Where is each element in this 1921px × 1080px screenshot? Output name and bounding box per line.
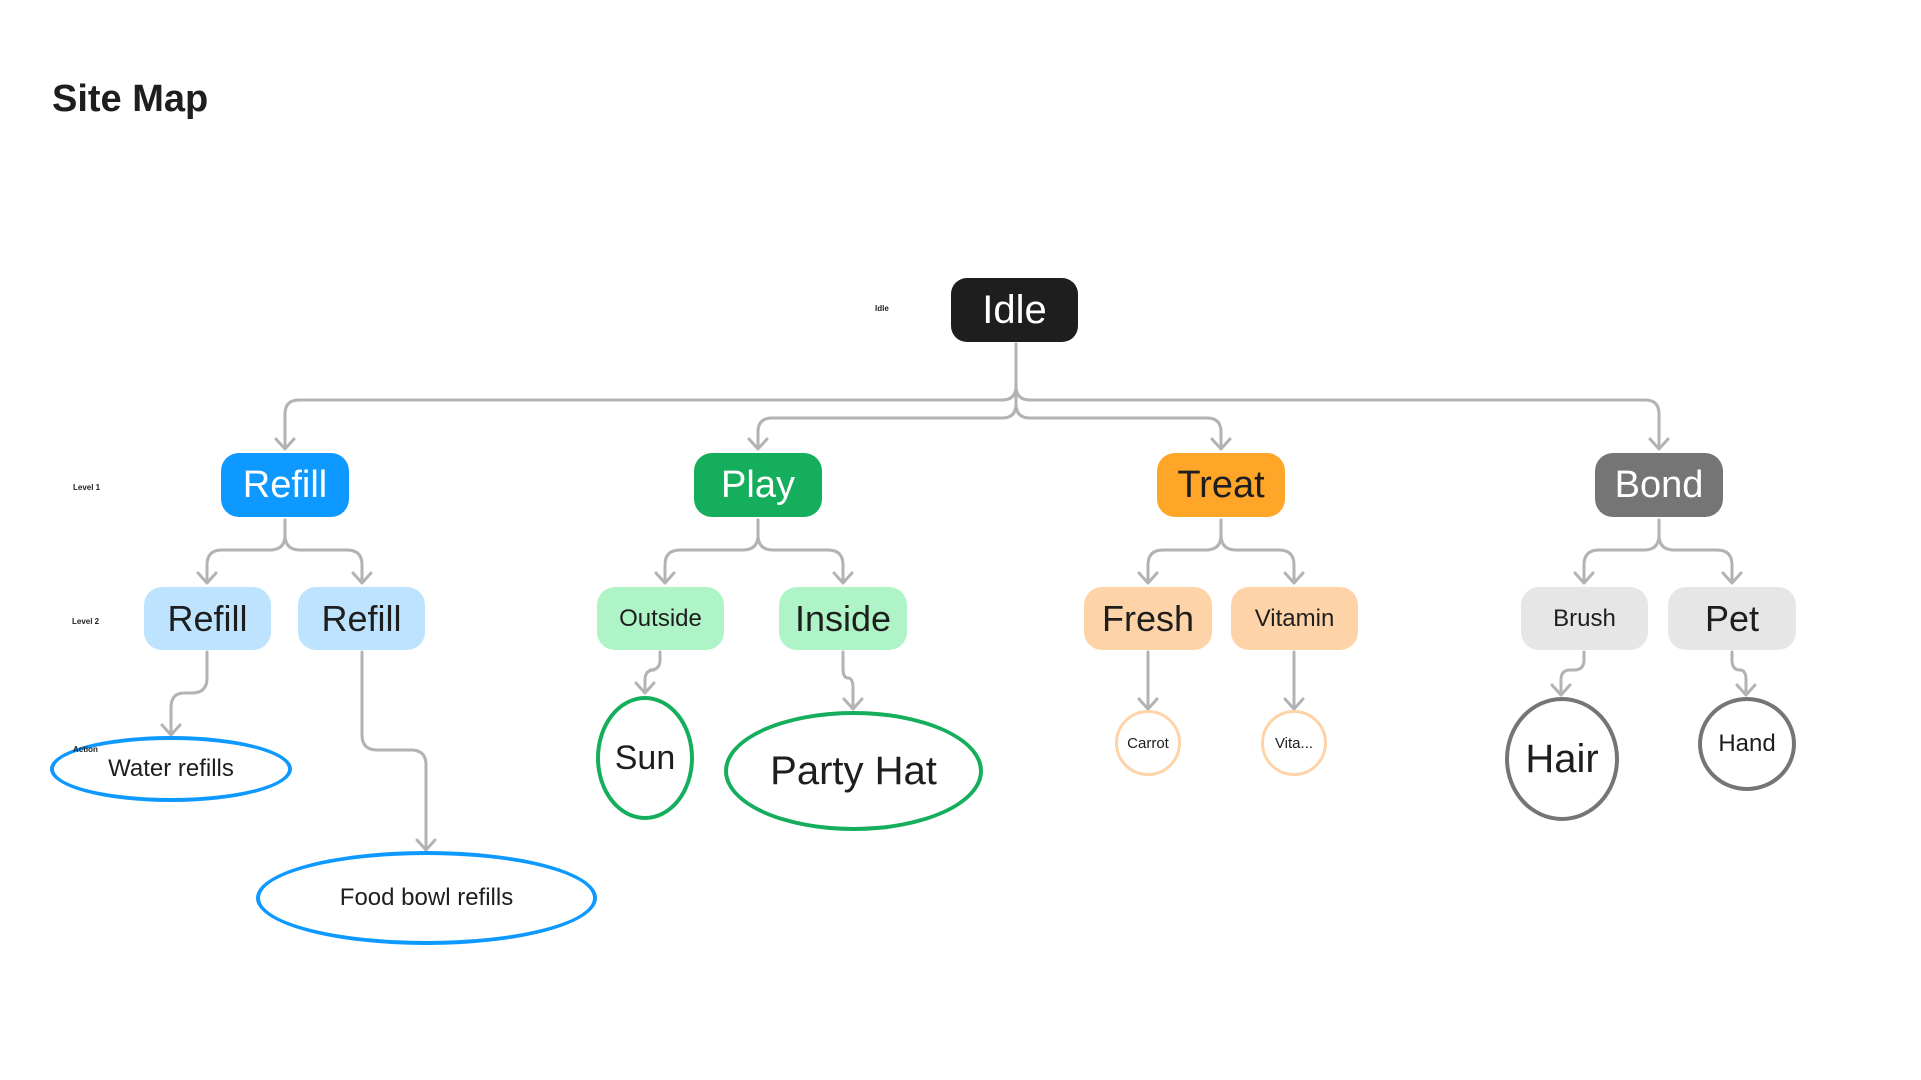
connector-bond-1: [1582, 518, 1661, 582]
connector-root-refill: [283, 342, 1018, 448]
action-water-refills-label: Water refills: [108, 755, 234, 782]
arrowhead: [1283, 697, 1305, 711]
node-idle[interactable]: Idle: [951, 278, 1078, 342]
node-refill[interactable]: Refill: [221, 453, 349, 517]
action-vita-label: Vita...: [1274, 734, 1314, 752]
connector-sun: [643, 650, 662, 692]
node-outside[interactable]: Outside: [597, 587, 724, 650]
connector-bond-2: [1657, 518, 1734, 582]
connector-root-treat: [1014, 342, 1223, 448]
connector-treat-2: [1219, 518, 1296, 582]
arrowhead: [747, 437, 769, 451]
node-vitamin[interactable]: Vitamin: [1231, 587, 1358, 650]
action-sun[interactable]: Sun: [596, 696, 694, 820]
connector-refill-1: [205, 518, 287, 582]
arrowhead: [196, 571, 218, 585]
arrowhead: [1283, 571, 1305, 585]
arrowhead: [1735, 683, 1757, 697]
arrowhead: [1137, 571, 1159, 585]
arrowhead: [1550, 683, 1572, 697]
node-brush[interactable]: Brush: [1521, 587, 1648, 650]
arrowhead: [1210, 437, 1232, 451]
arrowhead: [1573, 571, 1595, 585]
action-water-refills[interactable]: Water refills: [50, 736, 292, 802]
arrowhead: [634, 681, 656, 695]
connector-root-bond: [1014, 342, 1661, 448]
arrowhead: [832, 571, 854, 585]
action-hair[interactable]: Hair: [1505, 697, 1619, 821]
arrowhead: [1721, 571, 1743, 585]
action-party-hat[interactable]: Party Hat: [724, 711, 983, 831]
action-carrot[interactable]: Carrot: [1115, 710, 1181, 776]
connector-root-play: [756, 342, 1018, 448]
arrowhead: [1137, 697, 1159, 711]
connector-play-2: [756, 518, 845, 582]
level1-row-label: Level 1: [73, 483, 101, 492]
page-title: Site Map: [52, 78, 209, 120]
arrowhead: [160, 723, 182, 737]
connector-treat-1: [1146, 518, 1223, 582]
node-treat[interactable]: Treat: [1157, 453, 1285, 517]
action-row-label: Action: [73, 745, 98, 754]
arrowhead: [274, 437, 296, 451]
arrowhead: [654, 571, 676, 585]
action-hand-label: Hand: [1718, 730, 1776, 757]
arrowhead: [1648, 437, 1670, 451]
idle-row-label: Idle: [875, 304, 889, 313]
arrowhead: [842, 697, 864, 711]
action-sun-label: Sun: [614, 738, 676, 777]
action-hair-label: Hair: [1525, 736, 1599, 781]
connector-refill-2: [283, 518, 364, 582]
connector-hair: [1559, 650, 1586, 694]
node-play[interactable]: Play: [694, 453, 822, 517]
node-refill-food[interactable]: Refill: [298, 587, 425, 650]
node-fresh[interactable]: Fresh: [1084, 587, 1212, 650]
arrowhead: [415, 838, 437, 852]
connector-play-1: [663, 518, 760, 582]
node-bond[interactable]: Bond: [1595, 453, 1723, 517]
action-vita[interactable]: Vita...: [1261, 710, 1327, 776]
node-inside[interactable]: Inside: [779, 587, 907, 650]
connector-party: [841, 650, 855, 708]
level2-row-label: Level 2: [72, 617, 100, 626]
action-food-bowl-refills[interactable]: Food bowl refills: [256, 851, 597, 945]
node-pet[interactable]: Pet: [1668, 587, 1796, 650]
connector-water: [169, 650, 209, 734]
action-food-bowl-refills-label: Food bowl refills: [339, 884, 514, 911]
node-refill-water[interactable]: Refill: [144, 587, 271, 650]
action-carrot-label: Carrot: [1127, 734, 1169, 752]
connector-food: [360, 650, 428, 849]
connector-hand: [1730, 650, 1748, 694]
action-hand[interactable]: Hand: [1698, 697, 1796, 791]
action-party-hat-label: Party Hat: [770, 748, 937, 793]
arrowhead: [351, 571, 373, 585]
